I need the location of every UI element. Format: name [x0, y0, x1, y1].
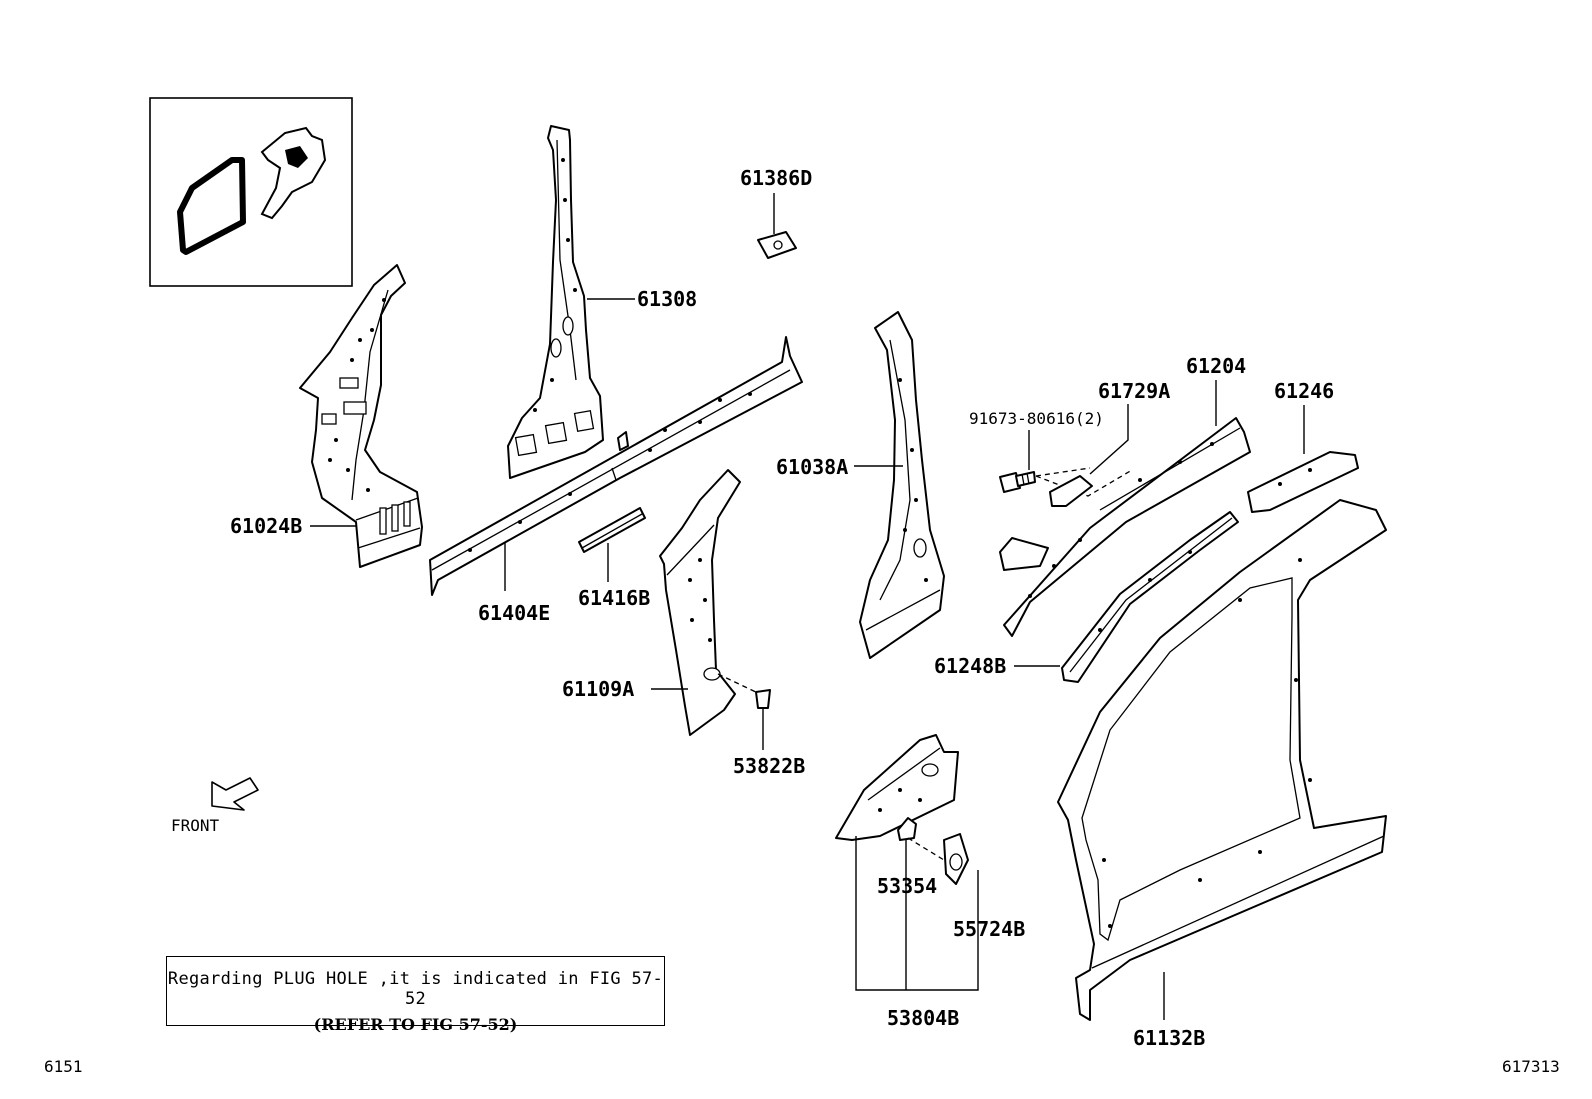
part-61024B[interactable] [299, 264, 423, 568]
part-53822B[interactable] [755, 689, 771, 709]
label-61404E[interactable]: 61404E [478, 601, 550, 625]
part-55724B[interactable] [943, 833, 969, 885]
label-53354[interactable]: 53354 [877, 874, 937, 898]
part-61386D[interactable] [757, 231, 797, 259]
label-61416B[interactable]: 61416B [578, 586, 650, 610]
dashed-53822B [717, 673, 761, 695]
dashed-bolt [1035, 467, 1091, 477]
label-61132B[interactable]: 61132B [1133, 1026, 1205, 1050]
label-53804B[interactable]: 53804B [887, 1006, 959, 1030]
front-label: FRONT [171, 816, 220, 835]
label-61024B[interactable]: 61024B [230, 514, 302, 538]
leader-61729A [1089, 404, 1129, 475]
label-61246[interactable]: 61246 [1274, 379, 1334, 403]
part-61248B[interactable] [1061, 511, 1239, 683]
part-61416B[interactable] [578, 507, 646, 553]
part-61404E[interactable] [429, 336, 803, 596]
part-61246[interactable] [1247, 451, 1359, 513]
label-61204[interactable]: 61204 [1186, 354, 1246, 378]
dashed-bolt-2 [1035, 469, 1133, 497]
part-91673-bolt[interactable] [999, 471, 1036, 493]
front-arrow-icon [211, 777, 259, 811]
label-61038A[interactable]: 61038A [776, 455, 848, 479]
bracket-53804B [855, 836, 979, 991]
corner-code-right: 617313 [1502, 1057, 1560, 1076]
label-61109A[interactable]: 61109A [562, 677, 634, 701]
note-refer-link[interactable]: (REFER TO FIG 57-52) [313, 1015, 518, 1034]
note-line-1: Regarding PLUG HOLE ,it is indicated in … [167, 969, 664, 1009]
label-61308[interactable]: 61308 [637, 287, 697, 311]
part-53354[interactable] [897, 817, 917, 841]
label-61386D[interactable]: 61386D [740, 166, 812, 190]
part-61038A[interactable] [859, 311, 945, 659]
corner-code-left: 6151 [44, 1057, 83, 1076]
part-61729A[interactable] [1049, 475, 1093, 507]
part-53804B-bracket[interactable] [835, 734, 959, 841]
part-61132B[interactable] [1057, 499, 1387, 1021]
label-55724B[interactable]: 55724B [953, 917, 1025, 941]
label-53822B[interactable]: 53822B [733, 754, 805, 778]
label-91673[interactable]: 91673-80616(2) [969, 409, 1104, 428]
part-61308[interactable] [507, 125, 604, 479]
dashed-53354 [907, 837, 945, 861]
part-61204[interactable] [999, 417, 1251, 637]
label-61248B[interactable]: 61248B [934, 654, 1006, 678]
plug-hole-note: Regarding PLUG HOLE ,it is indicated in … [166, 956, 665, 1034]
label-61729A[interactable]: 61729A [1098, 379, 1170, 403]
part-61109A[interactable] [659, 469, 741, 736]
inset-locator [149, 97, 353, 287]
